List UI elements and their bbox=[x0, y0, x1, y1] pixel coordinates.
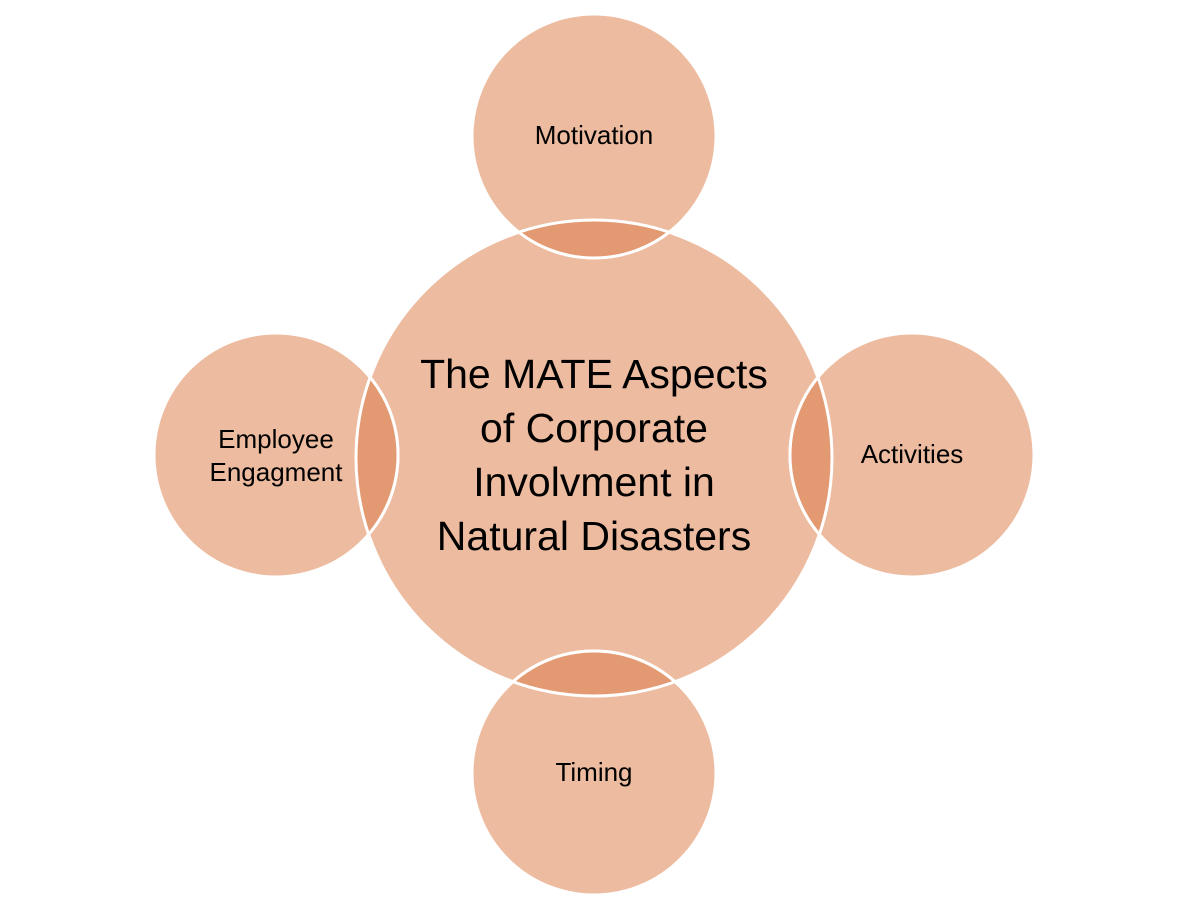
motivation-label: Motivation bbox=[474, 105, 714, 165]
engagment-text: Engagment bbox=[209, 457, 343, 487]
activities-label: Activities bbox=[792, 424, 1032, 484]
center-title: The MATE Aspects of Corporate Involvment… bbox=[420, 290, 768, 620]
timing-overlap bbox=[470, 649, 718, 696]
employee-engagment-label: Employee Engagment bbox=[156, 418, 396, 494]
timing-text: Timing bbox=[555, 756, 633, 787]
motivation-overlap bbox=[470, 220, 718, 260]
activities-overlap bbox=[788, 331, 832, 579]
timing-label: Timing bbox=[474, 742, 714, 802]
employee-text: Employee bbox=[218, 424, 334, 454]
center-title-text: The MATE Aspects of Corporate Involvment… bbox=[420, 351, 768, 559]
activities-text: Activities bbox=[860, 438, 964, 469]
motivation-text: Motivation bbox=[534, 119, 654, 150]
employee-engagment-overlap bbox=[356, 331, 400, 579]
center-circle-outline bbox=[354, 218, 834, 698]
